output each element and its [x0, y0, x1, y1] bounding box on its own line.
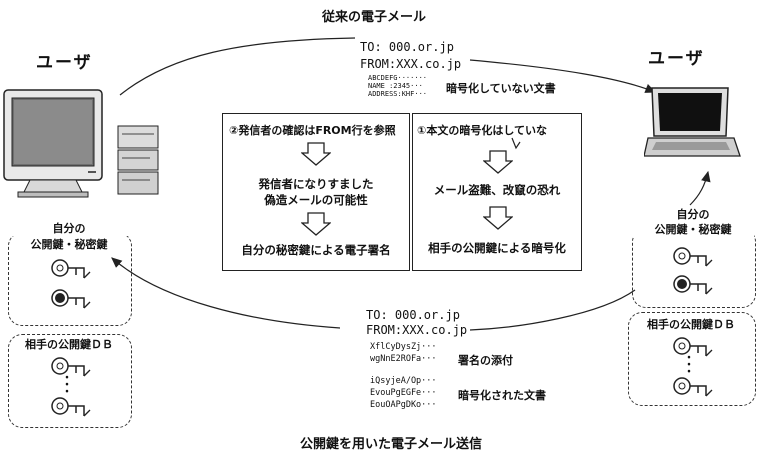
desktop-computer-icon [3, 89, 159, 198]
left-panel-title: ②発信者の確認はFROM行を参照 [229, 124, 396, 137]
top-title: 従来の電子メール [322, 10, 427, 25]
right-peer-db-label: 相手の公開鍵ＤＢ [647, 318, 735, 331]
top-arc-right [469, 59, 657, 93]
bottom-title: 公開鍵を用いた電子メール送信 [300, 437, 483, 452]
bottom-email-sig-2: wgNnE2ROFa··· [370, 354, 437, 364]
down-arrow-icon [301, 142, 331, 166]
public-key-icon [673, 337, 713, 357]
bottom-email-cipher-1: iQsyjeA/Op··· [370, 376, 437, 386]
top-email-from: FROM:XXX.co.jp [360, 57, 462, 71]
laptop-computer-icon [644, 87, 741, 157]
down-arrow-icon [483, 206, 513, 230]
left-panel-step2: 自分の秘密鍵による電子署名 [241, 243, 391, 257]
bottom-email-cipher-3: EouOAPgDKo··· [370, 400, 437, 410]
top-email-body-2: NAME :2345··· [368, 82, 423, 90]
bottom-email-to: TO: 000.or.jp [366, 308, 460, 322]
down-arrow-icon [301, 212, 331, 236]
right-key-arrow [689, 170, 711, 206]
bottom-email-sig-caption: 署名の添付 [458, 354, 513, 367]
top-arc-left [119, 37, 356, 96]
left-panel-step1-line1: 発信者になりすました [258, 177, 374, 191]
left-peer-db-dots: ・ ・ ・ [62, 373, 72, 398]
right-peer-db-dots: ・ ・ ・ [684, 353, 694, 378]
bottom-arc-right [469, 289, 636, 331]
left-user-label: ユーザ [36, 53, 93, 73]
private-key-icon [673, 275, 713, 295]
right-process-panel: ①本文の暗号化はしていな メール盗難、改竄の恐れ 相手の公開鍵による暗号化 [412, 113, 582, 271]
left-process-panel: ②発信者の確認はFROM行を参照 発信者になりすました 偽造メールの可能性 自分… [222, 113, 410, 271]
left-peer-db-box [8, 334, 132, 428]
public-key-icon [673, 377, 713, 397]
left-own-keys-line1: 自分の [8, 222, 130, 236]
top-email-to: TO: 000.or.jp [360, 40, 454, 54]
left-panel-step1-line2: 偽造メールの可能性 [264, 193, 368, 207]
top-email-body-3: ADDRESS:KHF··· [368, 90, 428, 98]
right-peer-db-box [628, 312, 756, 406]
right-panel-title: ①本文の暗号化はしていな [417, 124, 547, 137]
top-email-caption: 暗号化していない文書 [446, 82, 556, 95]
right-own-keys-line2: 公開鍵・秘密鍵 [632, 223, 754, 237]
cursor-mark-icon [511, 137, 521, 150]
right-panel-step2: 相手の公開鍵による暗号化 [428, 241, 566, 255]
right-user-label: ユーザ [648, 49, 705, 69]
bottom-email-sig-1: XflCyDysZj··· [370, 342, 437, 352]
right-panel-step1: メール盗難、改竄の恐れ [433, 183, 561, 197]
bottom-email-cipher-caption: 暗号化された文書 [458, 389, 546, 402]
left-peer-db-label: 相手の公開鍵ＤＢ [25, 338, 113, 351]
public-key-icon [51, 357, 91, 377]
top-email-body-1: ABCDEFG······· [368, 74, 428, 82]
public-key-icon [51, 397, 91, 417]
bottom-email-from: FROM:XXX.co.jp [366, 323, 468, 337]
left-own-keys-line2: 公開鍵・秘密鍵 [30, 238, 108, 251]
right-own-keys-line1: 自分の [632, 208, 754, 222]
private-key-icon [51, 289, 91, 309]
bottom-email-cipher-2: EvouPgEGFe··· [370, 388, 437, 398]
down-arrow-icon [483, 150, 513, 174]
public-key-icon [673, 247, 713, 267]
public-key-icon [51, 259, 91, 279]
